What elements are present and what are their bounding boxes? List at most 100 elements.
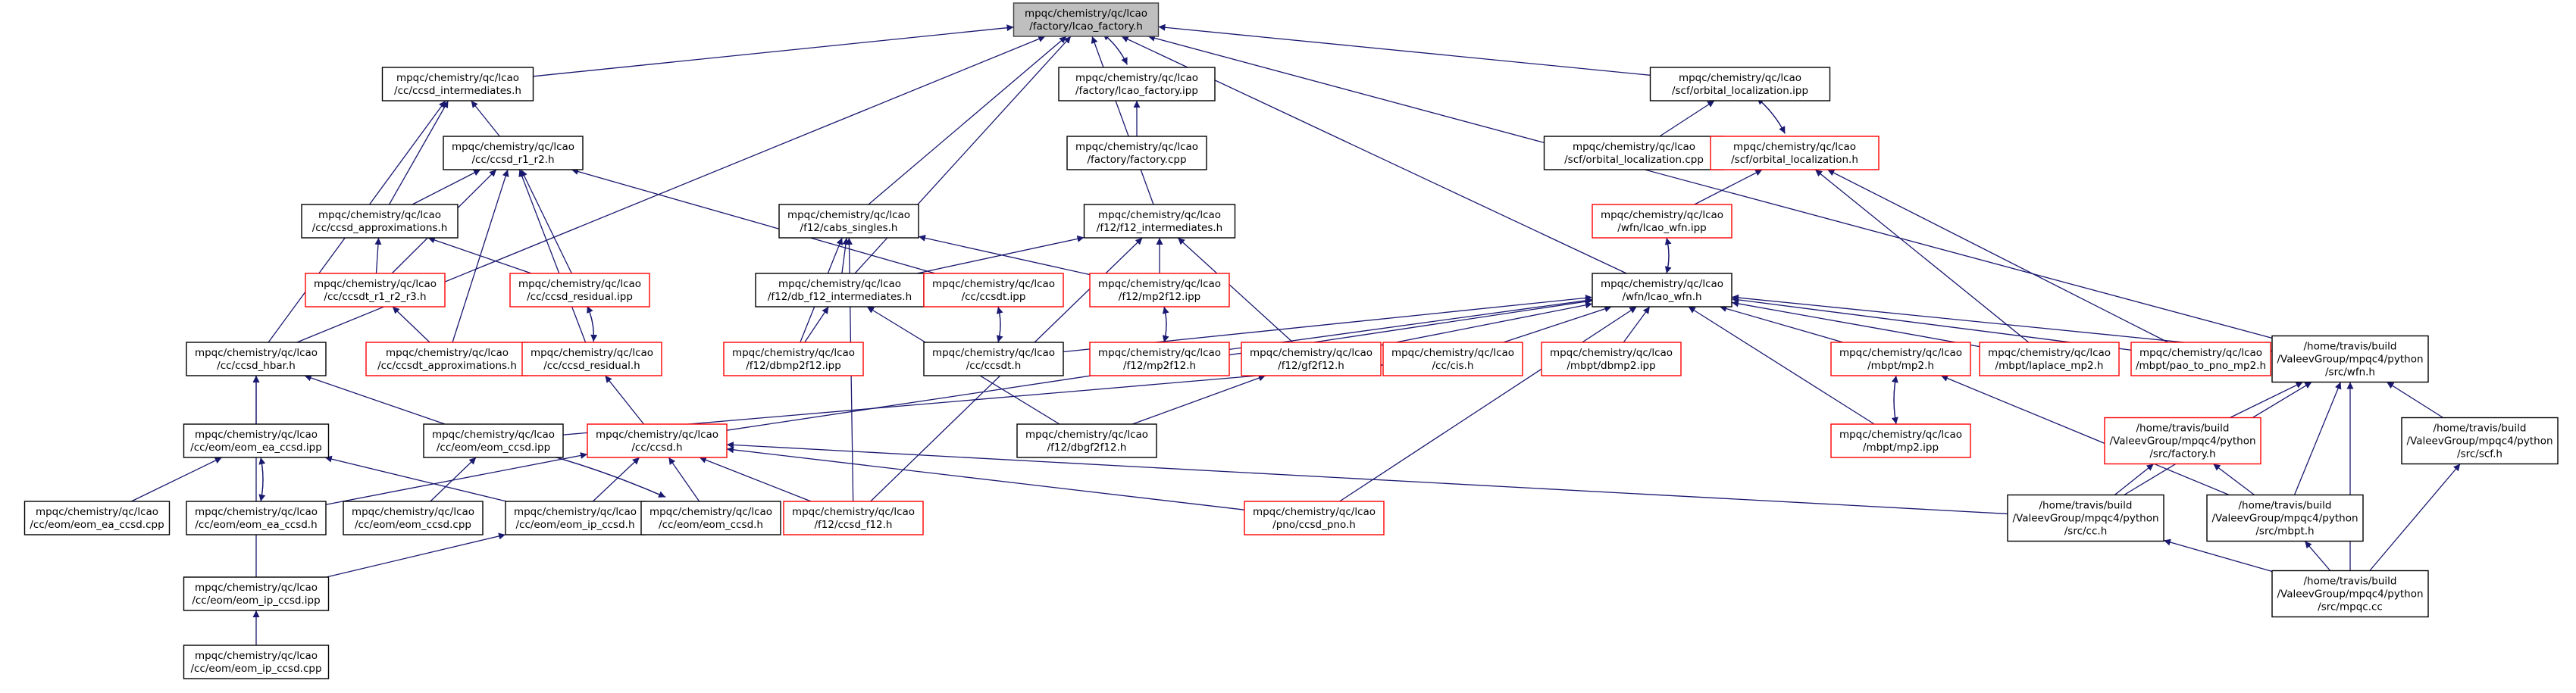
- node-label-line: /cc/cis.h: [1432, 360, 1474, 372]
- edge-py-cc-to-py-factory: [2114, 463, 2155, 496]
- edge-ccsdt-ipp-to-ccsd-r1-r2: [571, 168, 936, 274]
- node-label-line: /f12/ccsd_f12.h: [814, 519, 892, 531]
- node-eom-ccsd-h[interactable]: mpqc/chemistry/qc/lcao/cc/eom/eom_ccsd.h: [640, 501, 781, 535]
- node-ccsd-intermediates[interactable]: mpqc/chemistry/qc/lcao/cc/ccsd_intermedi…: [381, 67, 534, 101]
- node-label-line: mpqc/chemistry/qc/lcao: [1601, 209, 1723, 221]
- node-mp2f12-ipp[interactable]: mpqc/chemistry/qc/lcao/f12/mp2f12.ipp: [1089, 273, 1230, 307]
- edge-py-mpqc-to-py-scf: [2369, 464, 2461, 571]
- node-box: [640, 501, 781, 535]
- node-mp2-ipp[interactable]: mpqc/chemistry/qc/lcao/mbpt/mp2.ipp: [1830, 423, 1971, 458]
- node-eom-ip-ipp[interactable]: mpqc/chemistry/qc/lcao/cc/eom/eom_ip_ccs…: [183, 576, 330, 611]
- node-label-line: mpqc/chemistry/qc/lcao: [518, 278, 641, 290]
- node-py-factory[interactable]: /home/travis/build/ValeevGroup/mpqc4/pyt…: [2104, 417, 2261, 465]
- node-box: [343, 501, 484, 535]
- node-label-line: /cc/eom/eom_ea_ccsd.h: [195, 519, 317, 531]
- node-label-line: /scf/orbital_localization.cpp: [1564, 154, 1704, 166]
- node-label-line: /f12/f12_intermediates.h: [1097, 222, 1222, 234]
- node-label-line: /cc/ccsdt.ipp: [962, 291, 1026, 303]
- node-orbital-loc-cpp[interactable]: mpqc/chemistry/qc/lcao/scf/orbital_local…: [1543, 136, 1725, 170]
- node-ccsd-pno[interactable]: mpqc/chemistry/qc/lcao/pno/ccsd_pno.h: [1244, 501, 1385, 535]
- node-label-line: /f12/cabs_singles.h: [800, 222, 898, 234]
- node-db-f12-intermediates[interactable]: mpqc/chemistry/qc/lcao/f12/db_f12_interm…: [755, 273, 925, 307]
- node-box: [923, 273, 1064, 307]
- node-label-line: mpqc/chemistry/qc/lcao: [2139, 347, 2262, 359]
- node-gf2f12-h[interactable]: mpqc/chemistry/qc/lcao/f12/gf2f12.h: [1241, 342, 1382, 376]
- node-f12-intermediates[interactable]: mpqc/chemistry/qc/lcao/f12/f12_intermedi…: [1083, 204, 1236, 239]
- node-label-line: mpqc/chemistry/qc/lcao: [1253, 506, 1376, 518]
- node-box: [723, 342, 864, 376]
- edge-orbital-loc-ipp-to-orbital-loc-h: [1756, 97, 1786, 134]
- node-eom-ip-h[interactable]: mpqc/chemistry/qc/lcao/cc/eom/eom_ip_ccs…: [505, 501, 646, 535]
- node-label-line: /f12/dbmp2f12.ipp: [746, 360, 841, 372]
- node-ccsdt-ipp[interactable]: mpqc/chemistry/qc/lcao/cc/ccsdt.ipp: [923, 273, 1064, 307]
- node-dbgf2f12[interactable]: mpqc/chemistry/qc/lcao/f12/dbgf2f12.h: [1016, 423, 1157, 458]
- node-eom-ea-h[interactable]: mpqc/chemistry/qc/lcao/cc/eom/eom_ea_ccs…: [186, 501, 327, 535]
- node-ccsdt-approximations[interactable]: mpqc/chemistry/qc/lcao/cc/ccsdt_approxim…: [365, 342, 529, 376]
- edge-ccsd-residual-ipp-to-ccsd-r1-r2: [521, 169, 572, 274]
- node-eom-ccsd-ipp[interactable]: mpqc/chemistry/qc/lcao/cc/eom/eom_ccsd.i…: [423, 423, 564, 458]
- node-ccsd-approximations[interactable]: mpqc/chemistry/qc/lcao/cc/ccsd_approxima…: [301, 204, 459, 239]
- node-label-line: mpqc/chemistry/qc/lcao: [1075, 72, 1198, 84]
- edge-ccsd-approximations-to-ccsd-intermediates: [388, 100, 449, 205]
- node-py-scf[interactable]: /home/travis/build/ValeevGroup/mpqc4/pyt…: [2401, 417, 2559, 465]
- node-ccsd-residual-ipp[interactable]: mpqc/chemistry/qc/lcao/cc/ccsd_residual.…: [509, 273, 650, 307]
- edge-dbmp2-ipp-to-wfn-h: [1623, 306, 1651, 343]
- node-box: [1241, 342, 1382, 376]
- node-laplace-mp2[interactable]: mpqc/chemistry/qc/lcao/mbpt/laplace_mp2.…: [1979, 342, 2120, 376]
- node-box: [1058, 67, 1216, 101]
- edge-wfn-ipp-to-wfn-h: [1664, 237, 1672, 274]
- node-mp2f12-h[interactable]: mpqc/chemistry/qc/lcao/f12/mp2f12.h: [1089, 342, 1230, 376]
- node-wfn-h[interactable]: mpqc/chemistry/qc/lcao/wfn/lcao_wfn.h: [1592, 273, 1732, 307]
- edge-orbital-loc-h-to-orbital-loc-ipp: [1756, 97, 1786, 134]
- edge-f12-intermediates-to-root: [1091, 36, 1154, 205]
- node-label-line: /cc/ccsd_hbar.h: [217, 360, 296, 372]
- edge-cis-h-to-wfn-h: [1503, 305, 1612, 343]
- node-ccsd-h[interactable]: mpqc/chemistry/qc/lcao/cc/ccsd.h: [587, 423, 728, 458]
- node-dbmp2-ipp[interactable]: mpqc/chemistry/qc/lcao/mbpt/dbmp2.ipp: [1541, 342, 1682, 376]
- node-py-mbpt[interactable]: /home/travis/build/ValeevGroup/mpqc4/pyt…: [2206, 494, 2364, 542]
- node-py-cc[interactable]: /home/travis/build/ValeevGroup/mpqc4/pyt…: [2007, 494, 2164, 542]
- node-box: [301, 204, 459, 239]
- edge-ccsd-r1-r2-to-ccsd-intermediates: [471, 100, 500, 137]
- node-ccsd-r1-r2[interactable]: mpqc/chemistry/qc/lcao/cc/ccsd_r1_r2.h: [443, 136, 584, 170]
- node-label-line: /cc/eom/eom_ea_ccsd.ipp: [190, 442, 322, 454]
- node-label-line: mpqc/chemistry/qc/lcao: [195, 347, 318, 359]
- node-cis-h[interactable]: mpqc/chemistry/qc/lcao/cc/cis.h: [1382, 342, 1523, 376]
- node-eom-ip-cpp[interactable]: mpqc/chemistry/qc/lcao/cc/eom/eom_ip_ccs…: [183, 645, 330, 679]
- node-label-line: /cc/eom/eom_ip_ccsd.h: [515, 519, 634, 531]
- node-orbital-loc-ipp[interactable]: mpqc/chemistry/qc/lcao/scf/orbital_local…: [1649, 67, 1831, 101]
- node-box: [1592, 273, 1732, 307]
- edge-eom-ccsd-ipp-to-ccsd-hbar: [304, 374, 446, 425]
- node-root[interactable]: mpqc/chemistry/qc/lcao/factory/lcao_fact…: [1013, 2, 1160, 37]
- node-dbmp2f12-ipp[interactable]: mpqc/chemistry/qc/lcao/f12/dbmp2f12.ipp: [723, 342, 864, 376]
- node-cabs-singles[interactable]: mpqc/chemistry/qc/lcao/f12/cabs_singles.…: [778, 204, 919, 239]
- node-label-line: /cc/ccsd_residual.h: [543, 360, 640, 372]
- node-label-line: /mbpt/dbmp2.ipp: [1567, 360, 1655, 372]
- edge-py-wfn-to-root: [1147, 34, 2273, 339]
- node-ccsd-f12[interactable]: mpqc/chemistry/qc/lcao/f12/ccsd_f12.h: [783, 501, 924, 535]
- node-ccsd-hbar[interactable]: mpqc/chemistry/qc/lcao/cc/ccsd_hbar.h: [186, 342, 327, 376]
- node-label-line: /cc/eom/eom_ip_ccsd.cpp: [190, 663, 321, 675]
- node-label-line: mpqc/chemistry/qc/lcao: [792, 506, 915, 518]
- node-label-line: mpqc/chemistry/qc/lcao: [314, 278, 437, 290]
- node-eom-ccsd-cpp[interactable]: mpqc/chemistry/qc/lcao/cc/eom/eom_ccsd.c…: [343, 501, 484, 535]
- node-lcao-factory-ipp[interactable]: mpqc/chemistry/qc/lcao/factory/lcao_fact…: [1058, 67, 1216, 101]
- node-orbital-loc-h[interactable]: mpqc/chemistry/qc/lcao/scf/orbital_local…: [1710, 136, 1880, 170]
- node-label-line: mpqc/chemistry/qc/lcao: [1025, 8, 1147, 20]
- node-mp2-h[interactable]: mpqc/chemistry/qc/lcao/mbpt/mp2.h: [1830, 342, 1971, 376]
- node-ccsdt-r1-r2-r3[interactable]: mpqc/chemistry/qc/lcao/cc/ccsdt_r1_r2_r3…: [305, 273, 446, 307]
- node-wfn-ipp[interactable]: mpqc/chemistry/qc/lcao/wfn/lcao_wfn.ipp: [1592, 204, 1732, 239]
- node-eom-ea-cpp[interactable]: mpqc/chemistry/qc/lcao/cc/eom/eom_ea_ccs…: [23, 501, 171, 535]
- node-label-line: /cc/eom/eom_ccsd.h: [659, 519, 763, 531]
- node-label-line: mpqc/chemistry/qc/lcao: [1075, 141, 1198, 153]
- node-label-line: mpqc/chemistry/qc/lcao: [1550, 347, 1673, 359]
- node-eom-ea-ipp[interactable]: mpqc/chemistry/qc/lcao/cc/eom/eom_ea_ccs…: [183, 423, 330, 458]
- node-label-line: mpqc/chemistry/qc/lcao: [1679, 72, 1801, 84]
- node-factory-cpp[interactable]: mpqc/chemistry/qc/lcao/factory/factory.c…: [1066, 136, 1207, 170]
- node-pao-to-pno[interactable]: mpqc/chemistry/qc/lcao/mbpt/pao_to_pno_m…: [2130, 342, 2271, 376]
- node-ccsdt-h[interactable]: mpqc/chemistry/qc/lcao/cc/ccsdt.h: [923, 342, 1064, 376]
- node-py-wfn[interactable]: /home/travis/build/ValeevGroup/mpqc4/pyt…: [2271, 335, 2429, 383]
- node-ccsd-residual-h[interactable]: mpqc/chemistry/qc/lcao/cc/ccsd_residual.…: [521, 342, 662, 376]
- edge-db-f12-intermediates-to-f12-intermediates: [916, 235, 1085, 274]
- node-py-mpqc[interactable]: /home/travis/build/ValeevGroup/mpqc4/pyt…: [2271, 570, 2429, 618]
